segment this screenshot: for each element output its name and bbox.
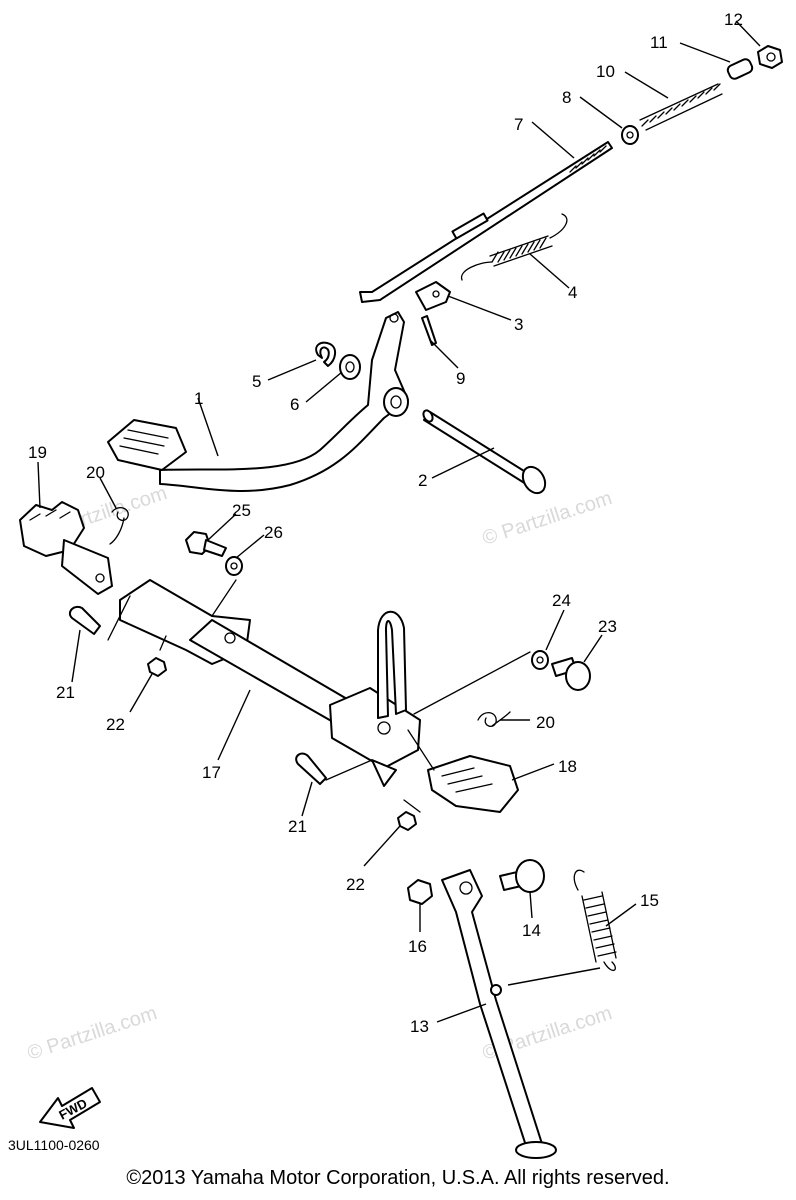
part-2-pivot-shaft: [422, 409, 547, 495]
callout-2: 2: [418, 471, 427, 490]
callout-5: 5: [252, 372, 261, 391]
part-18-footrest: [427, 755, 519, 813]
diagram-code: 3UL1100-0260: [8, 1137, 100, 1153]
callout-25: 25: [232, 501, 251, 520]
part-13-sidestand: [441, 869, 557, 1159]
callout-16: 16: [408, 937, 427, 956]
leader-lines: [37, 20, 761, 1023]
part-19-footrest: [19, 501, 113, 595]
part-20-spring: [109, 506, 129, 545]
callout-26: 26: [264, 523, 283, 542]
brake-pedal-assembly: [107, 45, 783, 495]
part-1-brake-pedal: [107, 311, 409, 492]
part-22-nut: [397, 811, 417, 831]
part-9-cotter-pin: [421, 315, 437, 346]
watermark: © Partzilla.com: [480, 487, 615, 550]
callout-20-right: 20: [536, 713, 555, 732]
part-22-nut: [147, 657, 167, 677]
callout-17: 17: [202, 763, 221, 782]
callout-6: 6: [290, 395, 299, 414]
part-5-circlip: [315, 341, 336, 367]
callout-13: 13: [410, 1017, 429, 1036]
callout-3: 3: [514, 315, 523, 334]
watermark: © Partzilla.com: [25, 1002, 160, 1065]
callout-8: 8: [562, 88, 571, 107]
part-3-clip: [415, 281, 451, 311]
part-20-spring: [477, 711, 511, 728]
part-25-bolt: [185, 531, 227, 557]
part-10-spring: [639, 83, 723, 131]
part-4-spring: [461, 213, 568, 281]
callout-22-right: 22: [346, 875, 365, 894]
part-12-nut: [757, 45, 783, 69]
part-14-bolt: [499, 859, 545, 893]
callout-21: 21: [56, 683, 75, 702]
callout-20: 20: [86, 463, 105, 482]
callout-1: 1: [194, 389, 203, 408]
callout-24: 24: [552, 591, 571, 610]
callout-22: 22: [106, 715, 125, 734]
callout-12: 12: [724, 10, 743, 29]
callout-21-right: 21: [288, 817, 307, 836]
part-17-bracket: [119, 579, 421, 787]
callout-18: 18: [558, 757, 577, 776]
callout-4: 4: [568, 283, 577, 302]
callout-23: 23: [598, 617, 617, 636]
footrest-assembly: [19, 501, 617, 1159]
part-21-pin: [295, 752, 327, 785]
part-24-washer: [531, 650, 549, 670]
callout-15: 15: [640, 891, 659, 910]
part-23-bolt: [551, 657, 591, 691]
fwd-arrow: FWD: [39, 1087, 101, 1129]
part-8-washer: [621, 125, 639, 145]
callout-10: 10: [596, 62, 615, 81]
part-15-spring: [573, 869, 617, 971]
callout-7: 7: [514, 115, 523, 134]
part-26-washer: [225, 556, 243, 576]
part-16-nut: [407, 879, 433, 905]
parts-diagram: © Partzilla.com © Partzilla.com © Partzi…: [8, 10, 783, 1159]
copyright-notice: ©2013 Yamaha Motor Corporation, U.S.A. A…: [126, 1167, 670, 1189]
callout-14: 14: [522, 921, 541, 940]
callout-11: 11: [650, 33, 668, 52]
callout-9: 9: [456, 369, 465, 388]
part-21-pin: [68, 606, 101, 635]
part-6-washer: [339, 354, 361, 380]
callouts: 12 11 10 8 7 4 3 9 5 6 1 2 19 20 25 26 2…: [28, 10, 743, 1036]
part-11-joint: [726, 58, 754, 80]
part-7-brake-rod: [359, 141, 613, 303]
callout-19: 19: [28, 443, 47, 462]
